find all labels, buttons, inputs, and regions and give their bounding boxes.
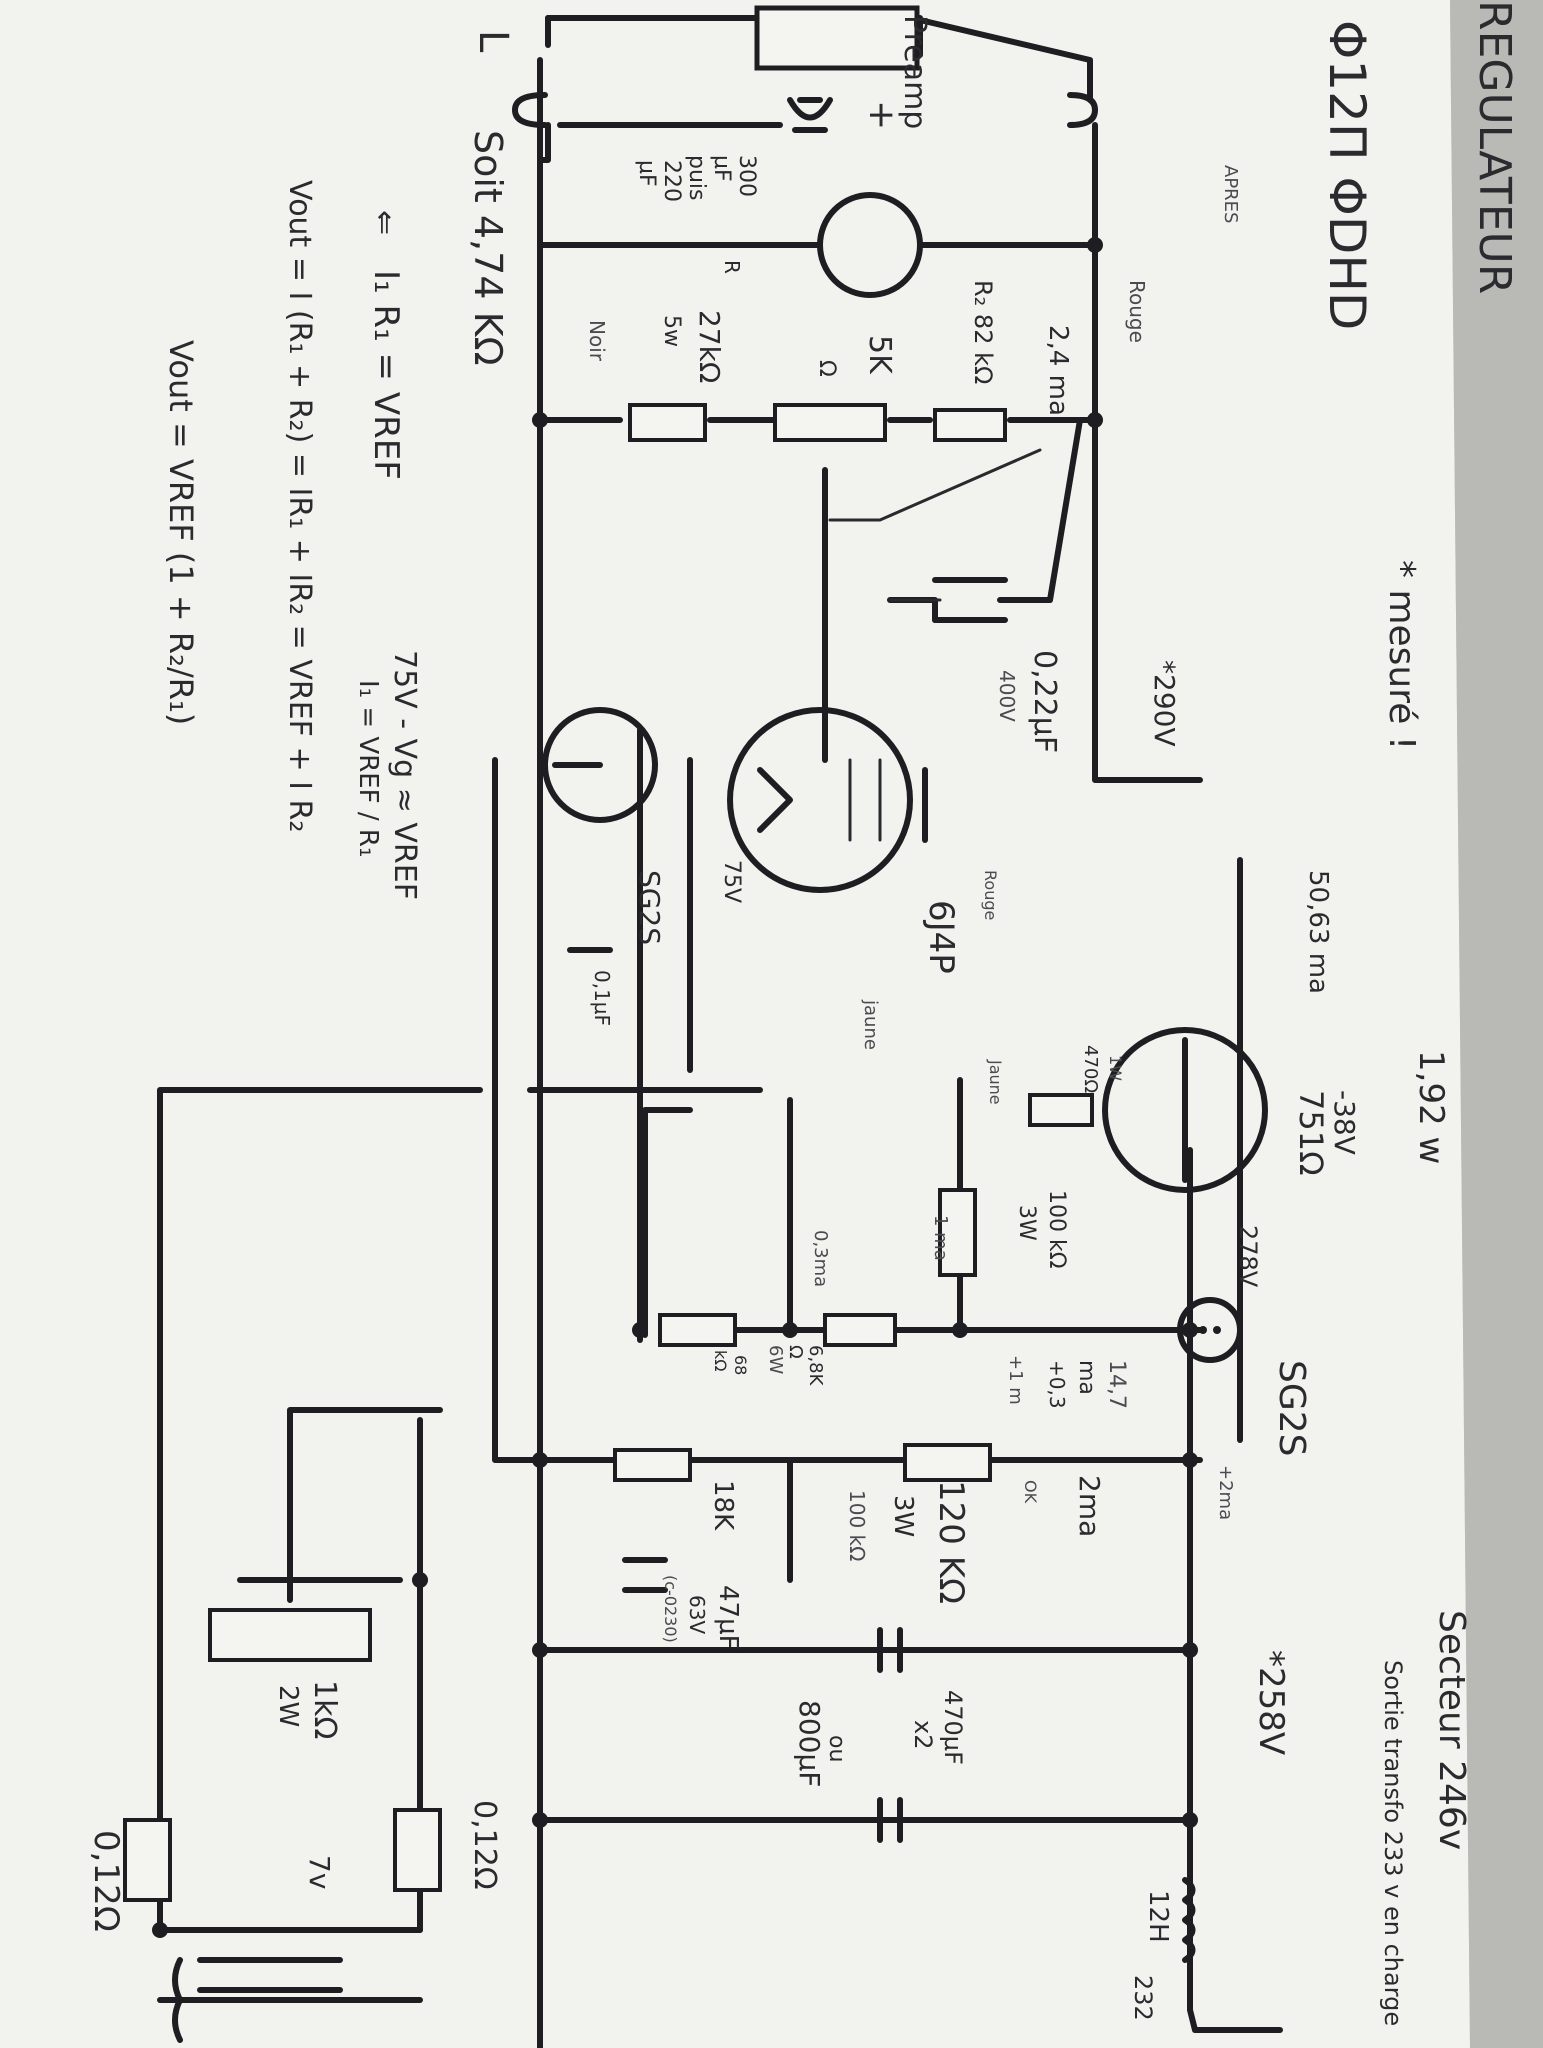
r100k-watt: 3W <box>1014 1205 1039 1241</box>
jaune-label: jaune <box>860 999 881 1050</box>
r68k-b: 68 <box>731 1355 750 1375</box>
equation-2: Vout = I (R₁ + R₂) = IR₁ + IR₂ = VREF + … <box>282 180 317 832</box>
rouge2-label: Rouge <box>981 870 1000 920</box>
r470-label: 470Ω <box>1080 1045 1101 1093</box>
choke-volt: 232 <box>1129 1975 1157 2021</box>
apres-label: APRES <box>1220 165 1241 223</box>
v-258: *258V <box>1251 1650 1291 1755</box>
cap-220: 220 <box>659 160 684 202</box>
tube-6j4p: 6J4P <box>921 900 961 974</box>
equation-3: Vout = VREF (1 + R₂/R₁) <box>162 340 200 725</box>
c470-label: 470µF <box>939 1690 967 1765</box>
choke-label: 12H <box>1143 1890 1173 1943</box>
c47-note: (c-0230) <box>661 1575 680 1643</box>
preamp-label: Preamp <box>897 15 932 129</box>
i-2ma: 2ma <box>1073 1475 1106 1537</box>
mesure-note: * mesuré ! <box>1381 560 1422 750</box>
secteur-label: Secteur 246v <box>1431 1610 1472 1850</box>
equation-1: I₁ R₁ = VREF <box>366 270 406 480</box>
sortie-label: Sortie transfo 233 v en charge <box>1379 1660 1407 2026</box>
plus-03: +0,3 <box>1045 1360 1069 1409</box>
c800-label: 800µF <box>793 1700 826 1787</box>
r18k-label: 18K <box>708 1480 738 1531</box>
cap-puis: puis <box>684 155 709 200</box>
i-5063: 50,63 ma <box>1303 870 1333 994</box>
tube-sg2s: SG2S <box>633 870 666 945</box>
cap-300: 300 <box>734 155 759 197</box>
r1k-watt: 2W <box>273 1685 303 1727</box>
r68k-b2: kΩ <box>711 1350 730 1372</box>
i-03ma: 0,3ma <box>810 1230 831 1287</box>
l-mark: L <box>470 30 516 53</box>
noir-label: Noir <box>585 320 609 362</box>
r68k-ohm: Ω <box>785 1345 806 1359</box>
subtitle: Φ12Π ΦDHD <box>1318 20 1376 330</box>
cap-220-unit: µF <box>634 160 659 187</box>
ok-mark: OK <box>1021 1480 1040 1504</box>
r27k-label: 27kΩ <box>693 310 726 383</box>
c-022: 0,22µF <box>1027 650 1062 753</box>
r1k-label: 1kΩ <box>307 1680 342 1739</box>
r120k-watt: 3W <box>888 1495 918 1537</box>
jaune2-label: Jaune <box>986 1059 1005 1105</box>
r100k-label: 100 kΩ <box>1044 1190 1069 1269</box>
c-022-volt: 400V <box>995 670 1019 722</box>
r-751: 751Ω <box>1292 1090 1330 1176</box>
v-290: *290V <box>1148 660 1181 747</box>
r470-watt: 1W <box>1106 1055 1125 1081</box>
rouge-label: Rouge <box>1125 280 1149 343</box>
r68k-label: 6,8K <box>805 1345 826 1387</box>
cap-300-unit: µF <box>709 155 734 182</box>
title: REGULATEUR <box>1469 0 1520 294</box>
plus-sign: + <box>861 100 902 130</box>
c-01: 0,1µF <box>590 970 614 1026</box>
r68k-watt: 6W <box>765 1345 786 1374</box>
soit-label: Soit 4,74 KΩ <box>466 130 510 366</box>
plus-1: +1 m <box>1005 1355 1026 1405</box>
r27k-watt: 5w <box>659 315 684 347</box>
pot-ohm: Ω <box>814 360 839 377</box>
r120k-label: 120 KΩ <box>931 1480 971 1604</box>
c47-volt: 63V <box>685 1595 709 1634</box>
r100kn-label: 100 kΩ <box>845 1490 869 1561</box>
i-147: 14,7 <box>1104 1360 1129 1409</box>
r2-label: R₂ 82 kΩ <box>969 280 997 384</box>
c47-label: 47µF <box>713 1585 743 1650</box>
r-label: R <box>720 260 744 274</box>
v-278: 278V <box>1234 1225 1262 1288</box>
mark-7v: 7v <box>303 1855 336 1889</box>
equation-5: I₁ = VREF / R₁ <box>353 680 383 857</box>
pot-5k: 5K <box>862 335 897 375</box>
c470-mult: x2 <box>909 1720 937 1749</box>
res-012-b: 0,12Ω <box>86 1830 126 1932</box>
ou-label: ou <box>824 1735 849 1762</box>
v-75: 75V <box>719 860 744 903</box>
equation-4: 75V - Vg ≈ VREF <box>387 650 422 900</box>
ma-label: ma <box>1074 1360 1099 1395</box>
plus-2ma: +2ma <box>1215 1465 1236 1520</box>
w-192: 1,92 w <box>1411 1050 1451 1164</box>
i-1ma: 1 ma <box>930 1215 951 1261</box>
equation-arrow: ⇐ <box>367 210 402 235</box>
current-24ma: 2,4 ma <box>1043 325 1073 416</box>
sg2s-label: SG2S <box>1271 1360 1312 1457</box>
res-012-a: 0,12Ω <box>467 1800 502 1890</box>
v-38: -38V <box>1328 1090 1361 1155</box>
